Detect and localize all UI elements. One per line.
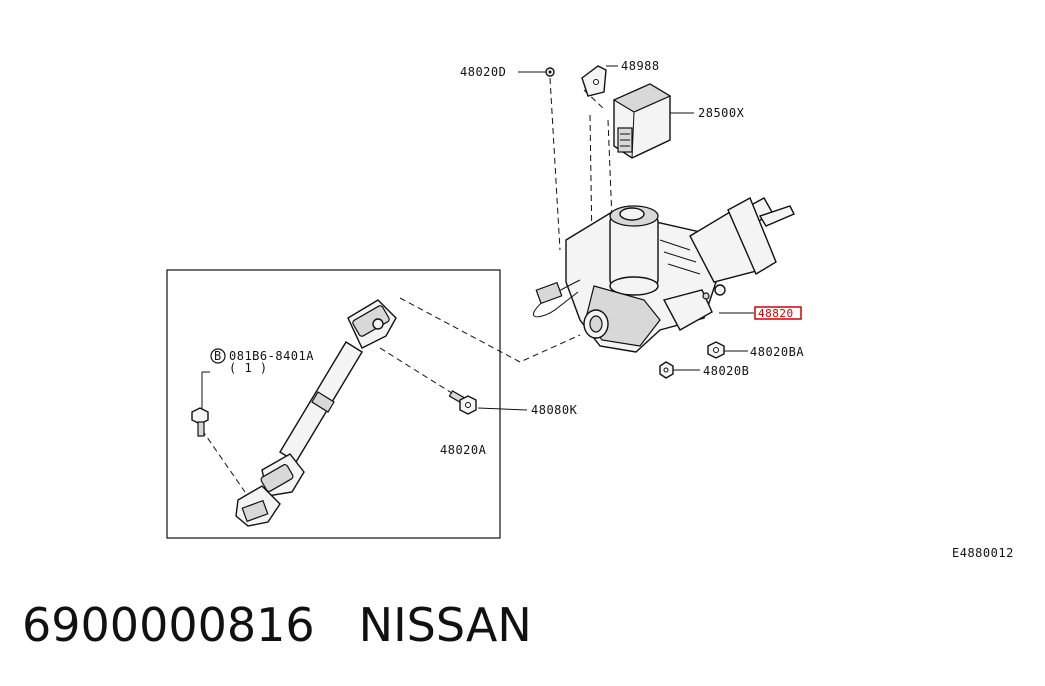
steering-column-assembly-icon [532,197,795,353]
nut-48020ba-icon [707,341,725,359]
label-48020d: 48020D [460,65,506,79]
brand-name: NISSAN [358,598,532,652]
label-48020ba: 48020BA [750,345,804,359]
diagram-ref-code: E4880012 [952,546,1014,560]
bracket-48988-icon [581,65,607,97]
label-48020b: 48020B [703,364,749,378]
part-number: 6900000816 [22,598,315,652]
label-48080k: 48080K [531,403,578,417]
nut-48020d-icon [545,67,555,77]
label-bolt-qty: ( 1 ) [229,361,268,375]
bolt-081b6-icon [191,348,226,437]
parts-diagram: 48020D 48988 28500X 48820 48020BA 48020B… [166,59,1014,560]
label-081b6-8401a: 081B6-8401A [229,349,314,363]
highlight-box-48820 [754,306,802,320]
label-28500x: 28500X [698,106,745,120]
bolt-badge: B [214,349,222,363]
leader-lines [201,65,754,493]
shaft-inset-frame [166,269,501,539]
footer-caption: 6900000816 NISSAN [22,598,576,652]
label-48020a: 48020A [440,443,487,457]
intermediate-shaft-icon [235,299,397,527]
label-48820[interactable]: 48820 [758,307,794,320]
control-unit-28500x-icon [612,83,672,159]
label-48988: 48988 [621,59,660,73]
bolt-48020a-icon [448,390,477,415]
nut-48020b-icon [659,361,674,379]
